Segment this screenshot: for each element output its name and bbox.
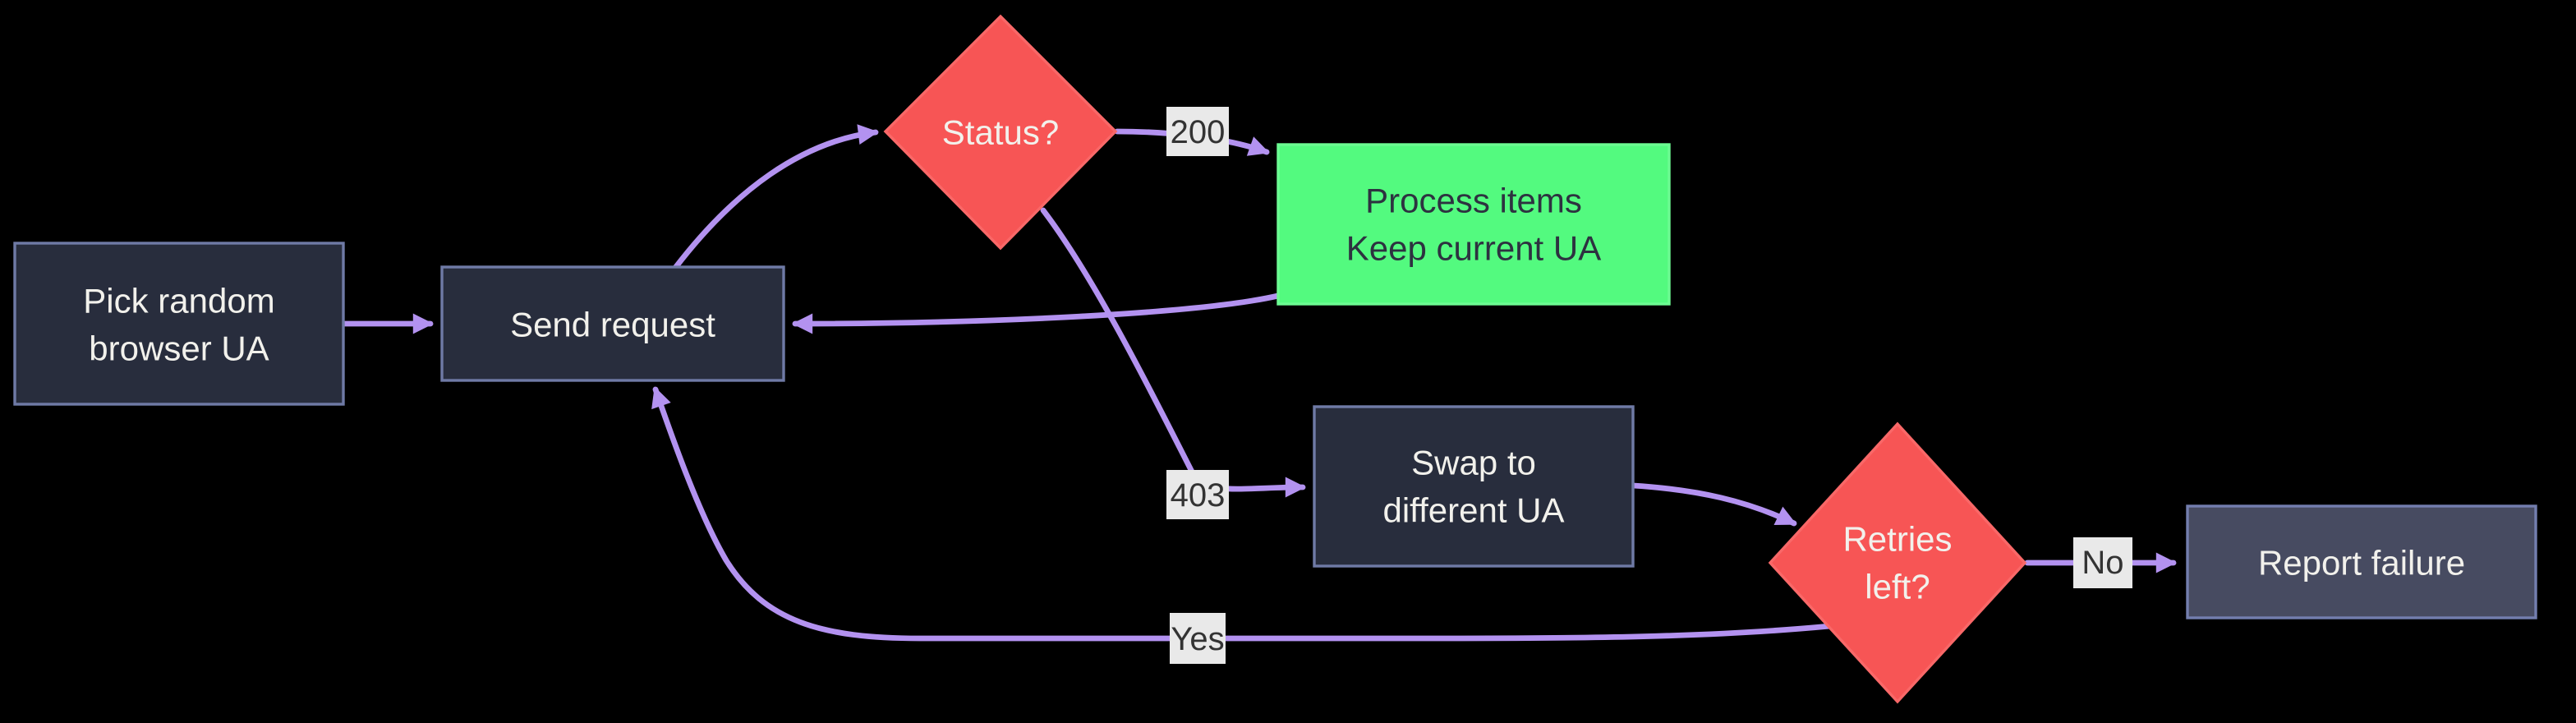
node-report-failure-box	[2186, 504, 2537, 619]
edge-label-no: No	[2073, 537, 2132, 588]
edge-label-200: 200	[1166, 107, 1229, 156]
node-swap-ua-label-line2: different UA	[1382, 491, 1564, 530]
edge-label-403: 403	[1166, 470, 1229, 519]
edge-label-200-bg	[1166, 107, 1229, 156]
edge-label-no-text: No	[2082, 545, 2123, 581]
node-process-items-box	[1276, 143, 1671, 306]
node-send-request-box	[440, 265, 785, 382]
node-status-decision: Status?	[883, 14, 1118, 251]
edges	[340, 124, 2177, 642]
node-status-decision-diamond	[883, 14, 1118, 251]
node-send-request: Send request	[440, 265, 785, 382]
edge-status-to-swap-403	[1040, 207, 1306, 498]
node-pick-random-ua-label-line2: browser UA	[89, 329, 269, 368]
edge-label-yes: Yes	[1170, 613, 1226, 664]
node-process-items: Process items Keep current UA	[1276, 143, 1671, 306]
node-status-decision-label: Status?	[942, 113, 1059, 152]
node-process-items-label-line2: Keep current UA	[1346, 229, 1602, 268]
node-retries-decision-label-line1: Retries	[1842, 520, 1952, 559]
edge-labels: 200 403 Yes No	[1166, 107, 2132, 664]
node-retries-decision: Retries left?	[1768, 421, 2027, 704]
node-pick-random-ua-box	[13, 242, 345, 406]
node-report-failure: Report failure	[2186, 504, 2537, 619]
edge-send-to-status	[672, 124, 879, 271]
node-swap-ua-box	[1313, 405, 1635, 568]
node-retries-decision-label-line2: left?	[1865, 568, 1930, 606]
node-process-items-label-line1: Process items	[1365, 182, 1582, 220]
edge-label-no-bg	[2073, 537, 2132, 588]
edge-retries-to-send-yes	[651, 386, 1833, 642]
edge-label-403-bg	[1166, 470, 1229, 519]
node-pick-random-ua-label-line1: Pick random	[83, 282, 274, 320]
edge-process-to-send	[792, 292, 1281, 334]
node-retries-decision-diamond	[1768, 421, 2027, 704]
node-swap-ua: Swap to different UA	[1313, 405, 1635, 568]
node-send-request-label: Send request	[510, 306, 715, 344]
edge-label-403-text: 403	[1171, 477, 1226, 513]
node-report-failure-label: Report failure	[2258, 544, 2465, 583]
edge-label-200-text: 200	[1171, 114, 1226, 150]
node-swap-ua-label-line1: Swap to	[1411, 444, 1536, 482]
nodes: Pick random browser UA Send request Stat…	[13, 14, 2537, 704]
edge-swap-to-retries	[1630, 482, 1797, 527]
edge-label-yes-bg	[1170, 613, 1226, 664]
node-pick-random-ua: Pick random browser UA	[13, 242, 345, 406]
edge-label-yes-text: Yes	[1171, 621, 1224, 657]
